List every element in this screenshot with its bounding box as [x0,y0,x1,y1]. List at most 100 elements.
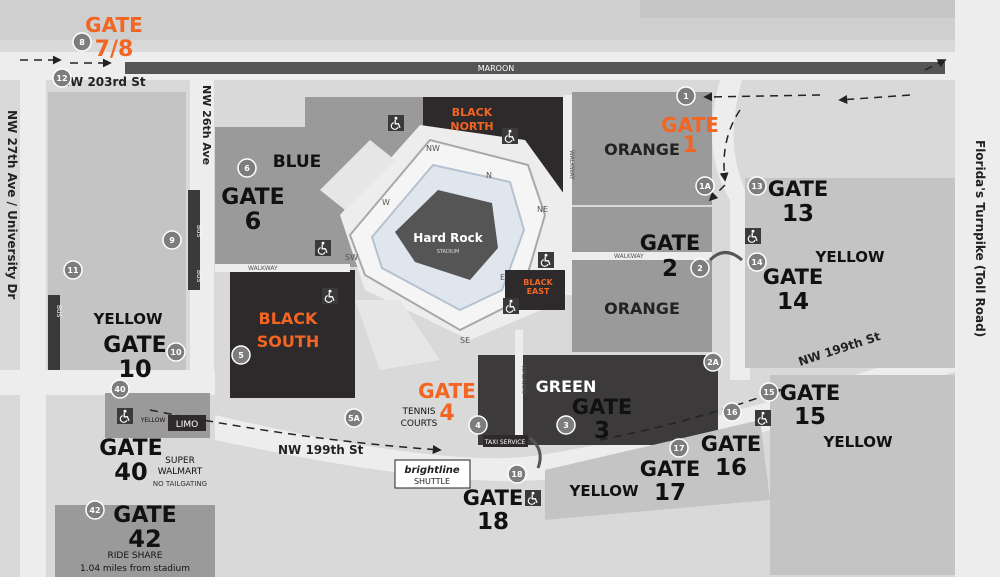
walkway-label-west: WALKWAY [248,265,278,272]
ride-share-distance: 1.04 miles from stadium [80,564,190,574]
gate-word: GATE [418,379,476,403]
bus-label-1: BUS [195,225,202,238]
dir-ne: NE [537,205,548,214]
gate-word: GATE [661,113,719,137]
taxi-label: TAXI SERVICE [484,439,526,446]
accessible-icon [502,128,518,144]
lot-label-yellow-se: YELLOW [823,433,893,451]
lot-label-blue: BLUE [273,152,322,172]
gate-word: GATE [572,395,633,419]
accessible-icon [745,228,761,244]
marker-pin-icon[interactable]: 16 [722,402,742,422]
marker-pin-icon[interactable]: 1 [676,86,696,106]
route-arrows [20,55,947,454]
turnpike-road[interactable] [955,0,1000,577]
marker-label: 13 [751,182,762,191]
lot-label-yellow-west: YELLOW [93,310,163,328]
marker-pin-icon[interactable]: 18 [507,464,527,484]
stadium-name: Hard Rock [413,231,483,245]
marker-label: 40 [114,385,126,394]
marker-pin-icon[interactable]: 2A [703,352,723,372]
marker-pin-icon[interactable]: 12 [52,68,72,88]
dir-sw: SW [345,253,358,262]
marker-pin-icon[interactable]: 5 [231,345,251,365]
marker-pin-icon[interactable]: 3 [556,415,576,435]
marker-pin-icon[interactable]: 14 [747,252,767,272]
marker-pin-icon[interactable]: 11 [63,260,83,280]
bridge-icon [529,436,542,469]
bus-strip-east [188,190,200,290]
lot-orange-mid[interactable] [572,207,712,352]
lot-label-yellow-east: YELLOW [815,248,885,266]
ride-share-label: RIDE SHARE [108,551,163,561]
marker-label: 3 [563,421,569,430]
road-label-nw199-main: NW 199th St [278,443,364,457]
marker-pin-icon[interactable]: 13 [747,176,767,196]
lot-orange-top[interactable] [572,92,712,205]
marker-pin-icon[interactable]: 42 [85,500,105,520]
gate-word: GATE [701,432,762,456]
lot-yellow-se[interactable] [770,375,955,575]
gate-word: GATE [463,486,524,510]
gate-word: GATE [768,177,829,201]
lot-label-black-south-1: BLACK [259,309,319,328]
gate-word: GATE [221,185,284,210]
lot-yellow-west[interactable] [48,92,186,370]
lot-yellow-south[interactable] [545,420,770,520]
marker-label: 2 [697,264,703,273]
nw-27th-road[interactable] [20,80,46,577]
lot-label-black-south-2: SOUTH [257,332,319,351]
marker-pin-icon[interactable]: 5A [344,408,364,428]
stadium-sub: STADIUM [437,249,460,255]
lot-label-black-north-1: BLACK [452,106,493,119]
marker-pin-icon[interactable]: 2 [690,258,710,278]
shuttle-label: SHUTTLE [414,477,450,486]
lot-yellow-east[interactable] [745,178,955,368]
no-tailgating-label: NO TAILGATING [153,480,207,488]
accessible-icon [503,298,519,314]
marker-label: 17 [673,444,684,453]
accessible-icon [525,490,541,506]
gate-number: 14 [777,289,809,315]
bus-strip-west [48,295,60,370]
gate-number: 16 [715,455,747,481]
walkway-label-east: WALKWAY [614,253,644,260]
marker-pin-icon[interactable]: 9 [162,230,182,250]
bus-label-3: BUS [55,305,62,318]
marker-label: 2A [707,358,720,367]
marker-pin-icon[interactable]: 4 [468,415,488,435]
marker-pin-icon[interactable]: 40 [110,379,130,399]
marker-pin-icon[interactable]: 10 [166,342,186,362]
gate-number: 1 [682,133,697,158]
maroon-label: MAROON [478,64,515,73]
marker-pin-icon[interactable]: 15 [759,382,779,402]
marker-pin-icon[interactable]: 17 [669,438,689,458]
marker-pin-icon[interactable]: 6 [237,158,257,178]
road-label-nw27: NW 27th Ave / University Dr [5,110,19,299]
marker-pin-icon[interactable]: 8 [72,32,92,52]
brightline-label: brightline [404,465,460,476]
lot-gate42[interactable] [55,505,215,577]
marker-pin-icon[interactable]: 1A [695,176,715,196]
lot-label-black-east-2: EAST [527,287,550,296]
tennis-label-1: TENNIS [401,407,435,417]
walmart-label: WALMART [158,467,203,477]
accessible-icon [538,252,554,268]
marker-label: 42 [89,506,100,515]
